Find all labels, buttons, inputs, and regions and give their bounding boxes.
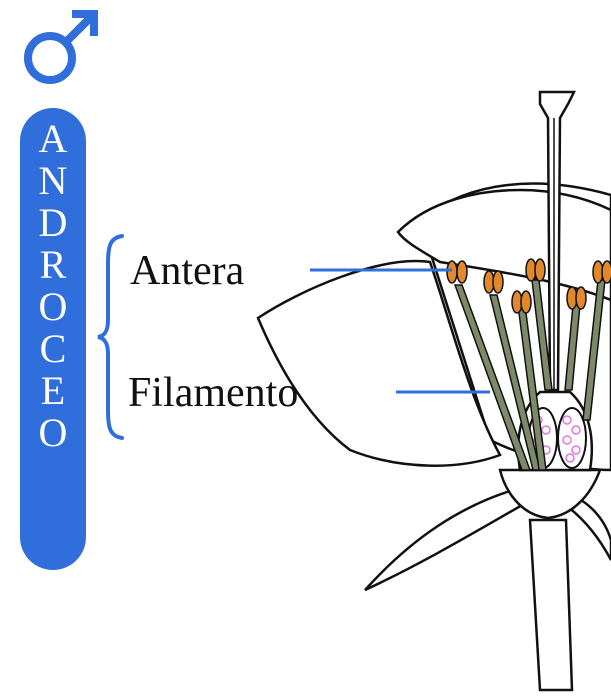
- filamento-label: Filamento: [128, 372, 298, 414]
- stem: [530, 520, 572, 690]
- antera-label: Antera: [130, 250, 244, 292]
- sepal-left: [365, 488, 540, 590]
